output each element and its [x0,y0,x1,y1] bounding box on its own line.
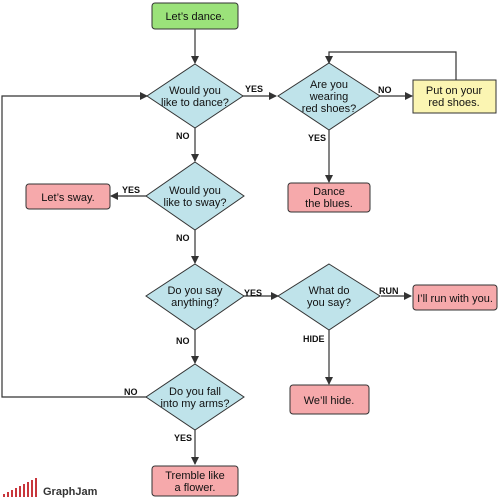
node-run-text: I’ll run with you. [417,293,493,305]
node-tremble-box [151,465,239,497]
node-put-shoes-box [412,79,497,114]
text-line: Do you fall [169,386,221,398]
brand-name: GraphJam [43,486,98,498]
node-sway: Let’s sway. [25,183,111,210]
node-start: Let’s dance. [151,2,239,30]
node-run: I’ll run with you. [412,284,498,311]
node-run-box [412,284,498,311]
node-hide-box [289,384,370,415]
decision-fall-shape [145,363,245,431]
text-line: a flower. [175,482,216,494]
node-sway-box [25,183,111,210]
text-line: red shoes? [302,103,356,115]
node-dance-blues-box [287,182,371,213]
edge-fall-no-loop [1,92,148,398]
text-line: wearing [309,91,349,103]
graphjam-logo: GraphJam [3,478,98,498]
bar-chart-icon [3,478,37,497]
label-sway-no: NO [176,233,190,243]
text-line: Would you [169,85,221,97]
node-hide: We’ll hide. [289,384,370,415]
label-dance-no: NO [176,131,190,141]
text-line: Put on your [426,85,483,97]
node-hide-text: We’ll hide. [304,395,355,407]
text-line: We’ll hide. [304,395,355,407]
node-start-box [151,2,239,30]
edge-labels: YES NO NO YES YES NO YES NO RUN HIDE NO … [122,84,399,443]
decision-shoes-shape [277,62,381,131]
label-what-run: RUN [379,286,399,296]
text-line: Let’s dance. [165,11,224,23]
text-line: Let’s sway. [41,192,94,204]
text-line: Dance [313,186,345,198]
label-fall-yes: YES [174,433,192,443]
decision-dance-shape [146,63,244,129]
label-what-hide: HIDE [303,334,325,344]
node-sway-text: Let’s sway. [41,192,94,204]
text-line: into my arms? [160,398,229,410]
label-fall-no: NO [124,387,138,397]
text-line: Tremble like [165,470,225,482]
text-line: Do you say [167,285,223,297]
node-start-text: Let’s dance. [165,11,224,23]
text-line: anything? [171,297,219,309]
label-dance-yes: YES [245,84,263,94]
edges [1,29,457,465]
text-line: red shoes. [428,97,479,109]
decision-what-shape [277,263,381,331]
text-line: What do [309,285,350,297]
text-line: Would you [169,185,221,197]
decision-sway-shape [145,161,245,231]
label-shoes-no: NO [378,85,392,95]
text-line: I’ll run with you. [417,293,493,305]
label-shoes-yes: YES [308,133,326,143]
decision-say-shape [145,263,245,331]
text-line: Are you [310,79,348,91]
label-say-yes: YES [244,288,262,298]
text-line: you say? [307,297,351,309]
label-say-no: NO [176,336,190,346]
label-sway-yes: YES [122,185,140,195]
text-line: like to dance? [161,97,229,109]
text-line: like to sway? [164,197,227,209]
text-line: the blues. [305,198,353,210]
edge-put-shoes-loop [325,51,457,80]
